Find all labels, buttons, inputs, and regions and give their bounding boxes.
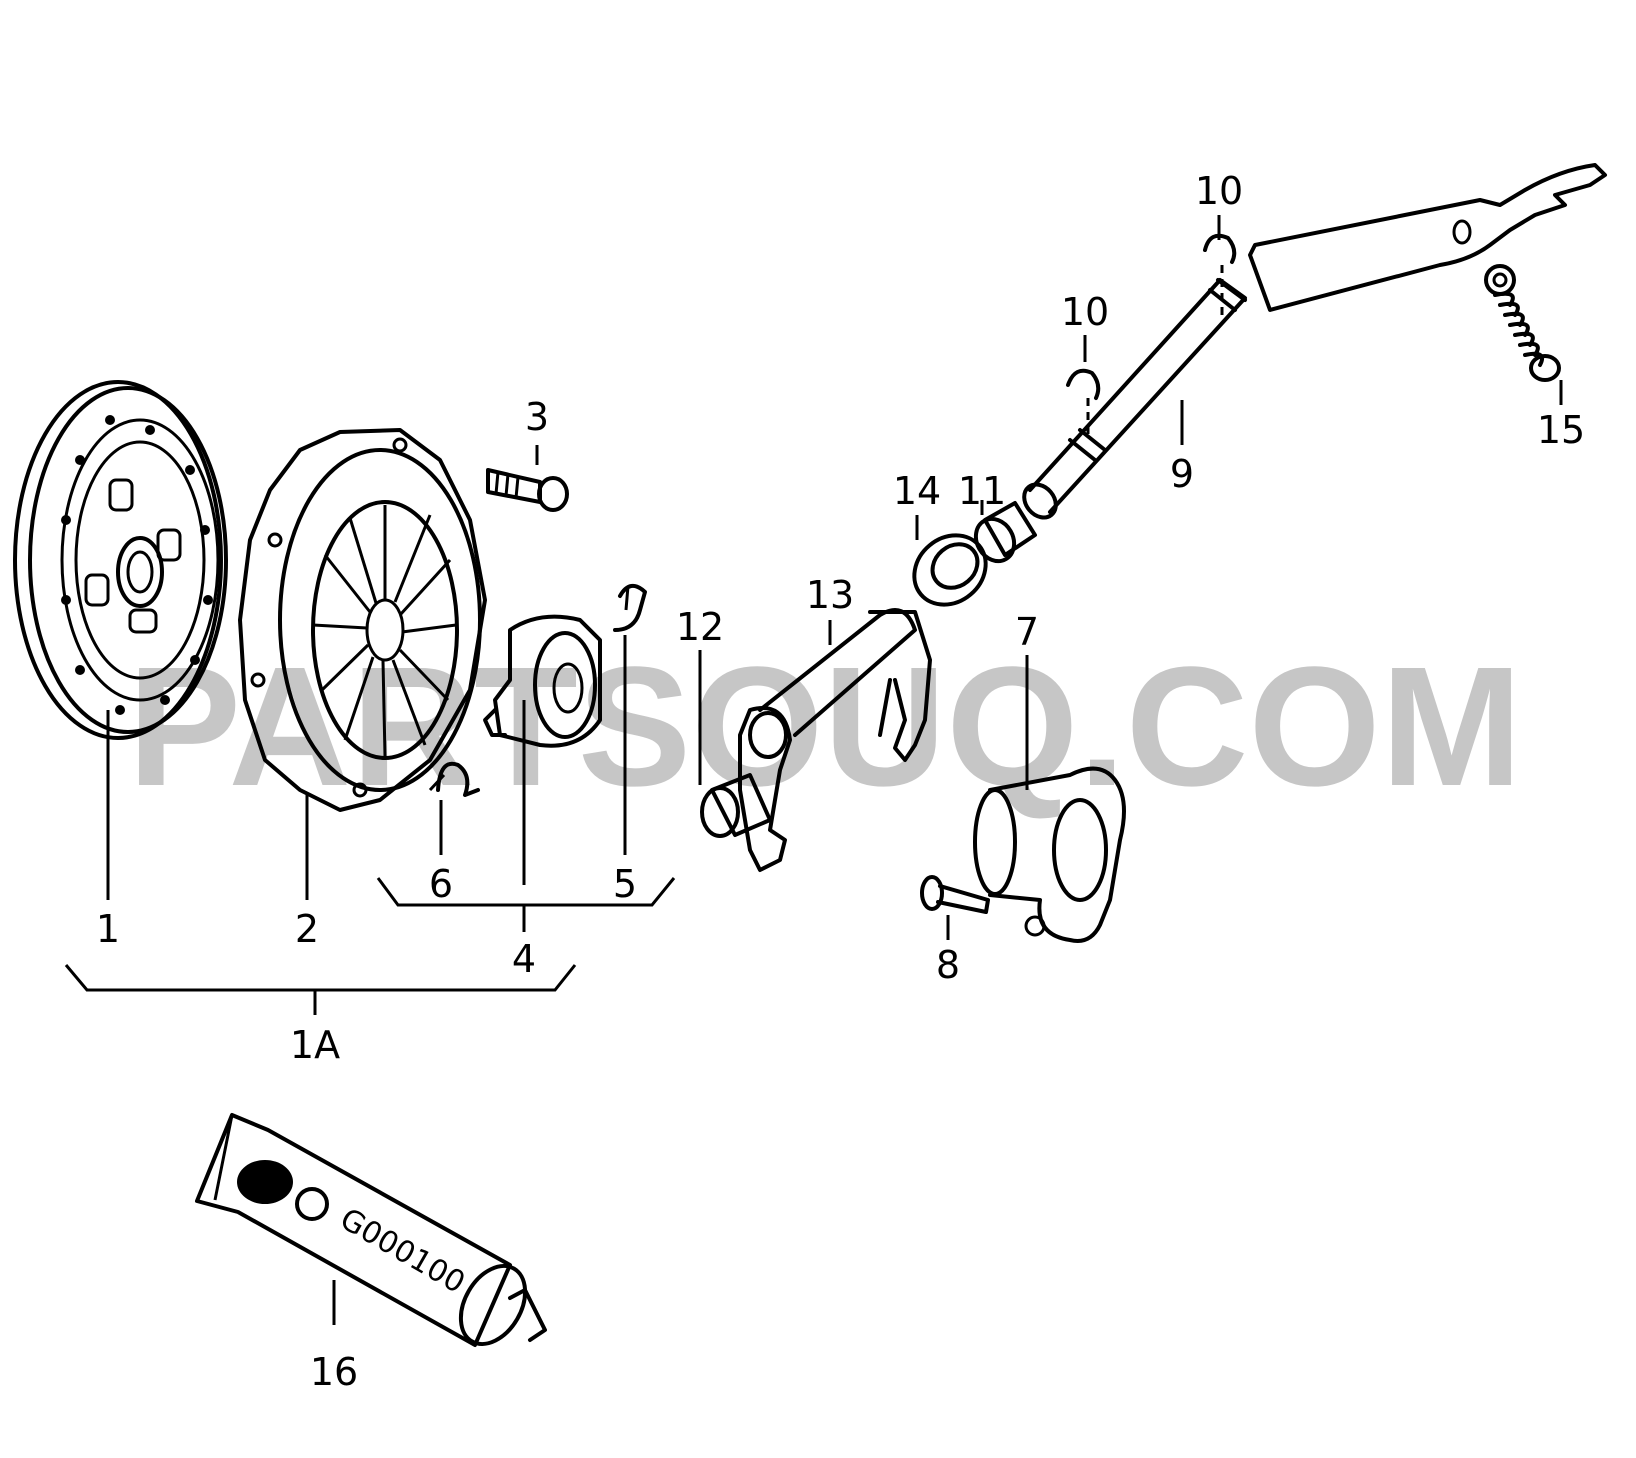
part-5-clip[interactable] <box>613 584 647 632</box>
callout-1A[interactable]: 1A <box>290 1023 340 1067</box>
part-11-bushing[interactable] <box>968 501 1037 568</box>
part-12-bushing[interactable] <box>700 773 772 838</box>
callout-6[interactable]: 6 <box>429 862 453 906</box>
part-8-bolt[interactable] <box>920 875 990 914</box>
callout-4[interactable]: 4 <box>512 937 536 981</box>
callout-1[interactable]: 1 <box>96 907 120 951</box>
leader-lines <box>64 215 1563 1325</box>
callout-5[interactable]: 5 <box>613 862 637 906</box>
callout-15[interactable]: 15 <box>1537 408 1585 452</box>
part-3-bolt[interactable] <box>486 468 569 512</box>
part-9-release-shaft[interactable] <box>1018 278 1247 524</box>
vw-logo <box>295 1187 329 1221</box>
part-1-clutch-disc[interactable] <box>13 380 228 740</box>
callout-8[interactable]: 8 <box>936 943 960 987</box>
callout-14[interactable]: 14 <box>893 469 941 513</box>
callout-labels: 1 2 3 4 5 6 1A 7 8 9 10 10 11 12 13 14 1… <box>96 169 1585 1394</box>
callout-7[interactable]: 7 <box>1015 610 1039 654</box>
tube-part-number: G000100 <box>334 1202 471 1301</box>
part-13-release-fork[interactable] <box>738 608 932 872</box>
part-6-clip[interactable] <box>428 761 480 797</box>
part-7-guide-sleeve[interactable] <box>973 766 1126 943</box>
callout-13[interactable]: 13 <box>806 573 854 617</box>
part-10-circlip-upper[interactable] <box>1203 233 1237 320</box>
callout-16[interactable]: 16 <box>310 1350 358 1394</box>
part-16-grease-tube[interactable]: G000100 <box>195 1113 547 1355</box>
callout-2[interactable]: 2 <box>295 907 319 951</box>
part-4-release-bearing[interactable] <box>483 614 602 748</box>
part-2-pressure-plate[interactable] <box>238 428 487 812</box>
audi-logo <box>237 1160 293 1204</box>
part-14-seal[interactable] <box>900 521 999 619</box>
callout-12[interactable]: 12 <box>676 605 724 649</box>
callout-10-upper[interactable]: 10 <box>1195 169 1243 213</box>
callout-3[interactable]: 3 <box>525 395 549 439</box>
callout-10-lower[interactable]: 10 <box>1061 290 1109 334</box>
part-9-lever-arm[interactable] <box>1248 163 1607 312</box>
watermark: PARTSOUQ.COM <box>128 632 1523 822</box>
part-15-spring[interactable] <box>1484 264 1561 382</box>
callout-9[interactable]: 9 <box>1170 452 1194 496</box>
callout-11[interactable]: 11 <box>958 469 1006 513</box>
part-10-circlip-lower[interactable] <box>1066 368 1101 440</box>
